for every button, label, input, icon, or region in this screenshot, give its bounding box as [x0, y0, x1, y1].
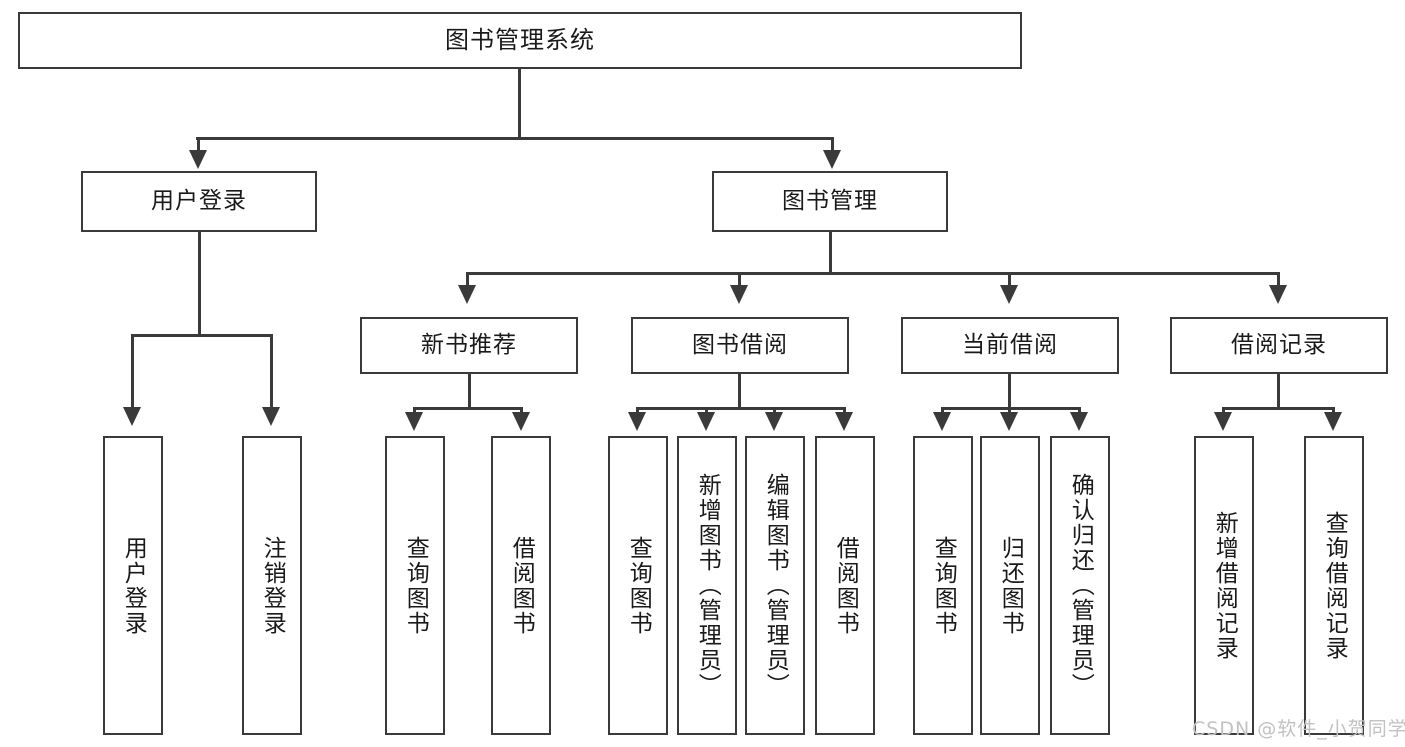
node-borrow-record[interactable]: 借阅记录 [1170, 317, 1388, 374]
edge-current-borrow-bus [941, 407, 1081, 410]
arrow-current-borrow-to-leaf-1 [1000, 412, 1018, 431]
edge-book-mgmt-to-current-borrow [1008, 272, 1011, 288]
node-label: 新书推荐 [421, 331, 517, 358]
node-label: 用户登录 [151, 187, 247, 214]
node-user-login[interactable]: 用户登录 [81, 171, 317, 232]
node-root-library-system[interactable]: 图书管理系统 [18, 12, 1022, 69]
edge-new-book-stem [468, 374, 471, 410]
node-current-borrow[interactable]: 当前借阅 [901, 317, 1119, 374]
node-book-management[interactable]: 图书管理 [712, 171, 948, 232]
edge-user-login-bus [131, 334, 273, 337]
leaf-current-borrow-0[interactable]: 查询图书 [913, 436, 973, 735]
node-label: 借阅图书 [832, 535, 859, 636]
node-label: 用户登录 [120, 535, 147, 636]
node-new-book-recommend[interactable]: 新书推荐 [360, 317, 578, 374]
edge-user-login-stem [198, 232, 201, 336]
node-label: 查询图书 [625, 535, 652, 636]
edge-book-mgmt-to-new-book [466, 272, 469, 288]
edge-root-to-book-mgmt [831, 137, 834, 153]
node-label: 确认归还（管理员） [1067, 473, 1094, 698]
leaf-book-borrow-0[interactable]: 查询图书 [608, 436, 668, 735]
edge-root-stem [518, 69, 521, 139]
node-label: 图书借阅 [692, 331, 788, 358]
leaf-book-borrow-2[interactable]: 编辑图书（管理员） [745, 436, 805, 735]
leaf-book-borrow-1[interactable]: 新增图书（管理员） [677, 436, 737, 735]
edge-book-mgmt-stem [829, 232, 832, 274]
edge-book-borrow-to-leaf-0 [636, 407, 639, 415]
arrow-new-book-to-leaf-0 [405, 412, 423, 431]
leaf-current-borrow-1[interactable]: 归还图书 [980, 436, 1040, 735]
node-label: 新增图书（管理员） [694, 473, 721, 698]
edge-borrow-record-stem [1277, 374, 1280, 410]
edge-book-borrow-to-leaf-3 [843, 407, 846, 415]
edge-root-to-user-login [197, 137, 200, 153]
edge-new-book-to-leaf-1 [520, 407, 523, 415]
arrow-borrow-record-to-leaf-0 [1214, 412, 1232, 431]
node-label: 注销登录 [259, 535, 286, 636]
edge-user-login-to-leaf-1 [270, 334, 273, 410]
arrow-book-mgmt-to-new-book [458, 285, 476, 304]
leaf-borrow-record-0[interactable]: 新增借阅记录 [1194, 436, 1254, 735]
edge-book-borrow-bus [636, 407, 846, 410]
arrow-book-borrow-to-leaf-1 [697, 412, 715, 431]
edge-book-mgmt-to-borrow-record [1277, 272, 1280, 288]
arrow-user-login-to-leaf-0 [123, 407, 141, 426]
node-label: 借阅图书 [508, 535, 535, 636]
leaf-current-borrow-2[interactable]: 确认归还（管理员） [1050, 436, 1110, 735]
arrow-book-borrow-to-leaf-3 [835, 412, 853, 431]
arrow-root-to-book-mgmt [823, 150, 841, 169]
leaf-book-borrow-3[interactable]: 借阅图书 [815, 436, 875, 735]
edge-new-book-bus [413, 407, 523, 410]
arrow-root-to-user-login [189, 150, 207, 169]
node-label: 归还图书 [997, 535, 1024, 636]
edge-book-borrow-to-leaf-2 [773, 407, 776, 415]
arrow-new-book-to-leaf-1 [512, 412, 530, 431]
edge-book-borrow-to-leaf-1 [705, 407, 708, 415]
leaf-new-book-0[interactable]: 查询图书 [385, 436, 445, 735]
node-label: 借阅记录 [1231, 331, 1327, 358]
edge-current-borrow-to-leaf-0 [941, 407, 944, 415]
leaf-user-login-1[interactable]: 注销登录 [242, 436, 302, 735]
node-label: 查询图书 [930, 535, 957, 636]
node-label: 查询图书 [402, 535, 429, 636]
edge-book-borrow-stem [738, 374, 741, 410]
edge-new-book-to-leaf-0 [413, 407, 416, 415]
node-label: 当前借阅 [962, 331, 1058, 358]
leaf-borrow-record-1[interactable]: 查询借阅记录 [1304, 436, 1364, 735]
leaf-new-book-1[interactable]: 借阅图书 [491, 436, 551, 735]
arrow-current-borrow-to-leaf-2 [1070, 412, 1088, 431]
arrow-book-borrow-to-leaf-0 [628, 412, 646, 431]
arrow-book-mgmt-to-borrow-record [1269, 285, 1287, 304]
arrow-book-borrow-to-leaf-2 [765, 412, 783, 431]
arrow-current-borrow-to-leaf-0 [933, 412, 951, 431]
edge-user-login-to-leaf-0 [131, 334, 134, 410]
edge-borrow-record-bus [1222, 407, 1335, 410]
edge-root-bus [196, 137, 834, 140]
arrow-book-mgmt-to-current-borrow [1000, 285, 1018, 304]
edge-book-mgmt-to-book-borrow [738, 272, 741, 288]
node-label: 新增借阅记录 [1211, 510, 1238, 661]
edge-book-mgmt-bus [466, 272, 1280, 275]
arrow-borrow-record-to-leaf-1 [1324, 412, 1342, 431]
node-label: 图书管理 [782, 187, 878, 214]
node-label: 查询借阅记录 [1321, 510, 1348, 661]
edge-borrow-record-to-leaf-1 [1332, 407, 1335, 415]
node-label: 图书管理系统 [445, 26, 595, 55]
node-book-borrow[interactable]: 图书借阅 [631, 317, 849, 374]
node-label: 编辑图书（管理员） [762, 473, 789, 698]
arrow-book-mgmt-to-book-borrow [730, 285, 748, 304]
arrow-user-login-to-leaf-1 [262, 407, 280, 426]
edge-current-borrow-to-leaf-2 [1078, 407, 1081, 415]
leaf-user-login-0[interactable]: 用户登录 [103, 436, 163, 735]
edge-borrow-record-to-leaf-0 [1222, 407, 1225, 415]
edge-current-borrow-stem [1008, 374, 1011, 410]
edge-current-borrow-to-leaf-1 [1008, 407, 1011, 415]
